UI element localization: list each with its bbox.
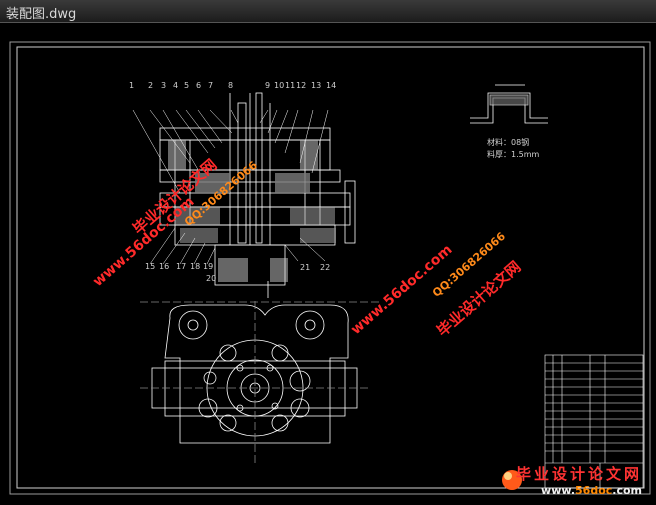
part-label: 10 (274, 81, 285, 90)
part-label: 21 (300, 263, 311, 272)
part-label: 9 (265, 81, 271, 90)
inner-frame (16, 46, 645, 489)
part-label: 2 (148, 81, 154, 90)
part-label: 17 (176, 262, 187, 271)
part-label: 4 (173, 81, 179, 90)
section-fills (168, 140, 336, 282)
part-label: 13 (311, 81, 322, 90)
parts-table (544, 354, 644, 489)
part-detail (470, 84, 548, 124)
footer-brand-cn: 毕业设计论文网 (515, 465, 642, 483)
part-label: 8 (228, 81, 234, 90)
part-label: 11 (285, 81, 296, 90)
part-label: 20 (206, 274, 217, 283)
part-label: 22 (320, 263, 331, 272)
outer-frame (9, 41, 651, 495)
drawing-canvas[interactable]: 1 2 3 4 5 6 7 8 9 10 11 12 13 14 15 16 1… (0, 23, 656, 501)
title-bar[interactable]: 装配图.dwg (0, 0, 656, 23)
part-label: 19 (203, 262, 214, 271)
footer-logo (502, 470, 522, 490)
drawing-svg (9, 41, 651, 495)
part-label: 18 (190, 262, 201, 271)
part-label: 6 (196, 81, 202, 90)
material-label: 材料：08钢 (487, 138, 530, 147)
footer-brand-url: www.56doc.com (541, 484, 642, 497)
part-label: 15 (145, 262, 156, 271)
footer-brand: 毕业设计论文网 www.56doc.com (516, 463, 642, 497)
window-title: 装配图.dwg (6, 7, 77, 22)
part-label: 1 (129, 81, 135, 90)
plan-view (140, 301, 370, 463)
part-label: 5 (184, 81, 190, 90)
thickness-label: 料厚：1.5mm (487, 150, 540, 159)
part-label: 3 (161, 81, 167, 90)
part-label: 16 (159, 262, 170, 271)
leader-lines (132, 109, 329, 265)
part-label: 12 (296, 81, 307, 90)
part-label: 7 (208, 81, 214, 90)
part-label: 14 (326, 81, 337, 90)
